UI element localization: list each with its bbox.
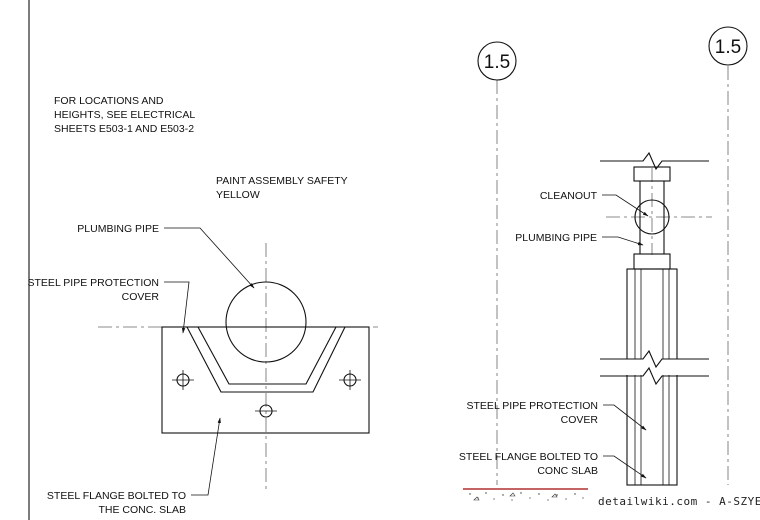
plan-cover-label-line-2: COVER [122, 291, 160, 303]
grid-bubble-right: 1.5 [708, 26, 748, 66]
steel-flange-plate [161, 326, 370, 434]
elev-flange-leader [603, 455, 647, 479]
cleanout-label: CLEANOUT [540, 190, 598, 202]
plan-detail: PAINT ASSEMBLY SAFETY YELLOW PLUMBING PI… [28, 175, 378, 516]
plan-flange-leader [191, 417, 221, 496]
grid-bubble-right-label: 1.5 [715, 37, 741, 58]
plan-cover-label-line-1: STEEL PIPE PROTECTION [28, 277, 159, 289]
note-line-2: HEIGHTS, SEE ELECTRICAL [54, 109, 195, 121]
watermark-text: detailwiki.com - A-SZYE7 [598, 495, 760, 508]
cleanout-plug [634, 199, 670, 235]
protection-cover-inner [197, 326, 337, 385]
general-note: FOR LOCATIONS AND HEIGHTS, SEE ELECTRICA… [54, 95, 195, 135]
elev-plumbing-pipe-label: PLUMBING PIPE [515, 232, 597, 244]
paint-label-line-2: YELLOW [216, 189, 260, 201]
cleanout-leader [602, 194, 649, 217]
note-line-3: SHEETS E503-1 AND E503-2 [54, 123, 194, 135]
mid-break-line-1 [600, 349, 709, 369]
elev-plumbing-leader [602, 236, 644, 246]
bolt-right [339, 370, 361, 390]
protection-cover-outer [186, 326, 346, 393]
elev-flange-label-line-2: CONC SLAB [537, 465, 598, 477]
elev-cover-label-line-1: STEEL PIPE PROTECTION [467, 400, 598, 412]
elev-cover-label-line-2: COVER [561, 414, 599, 426]
upper-coupling [633, 166, 671, 182]
lower-coupling [633, 253, 671, 270]
plumbing-pipe-section [225, 281, 307, 363]
elev-flange-label-line-1: STEEL FLANGE BOLTED TO [459, 451, 598, 463]
mid-break-line-2 [600, 366, 709, 386]
bolt-left [172, 370, 194, 390]
plan-flange-label-line-2: THE CONC. SLAB [98, 504, 186, 516]
plan-flange-label-line-1: STEEL FLANGE BOLTED TO [47, 490, 186, 502]
elevation-detail: 1.5 1.5 [459, 26, 748, 501]
protection-cover-column [626, 268, 678, 486]
bolt-bottom [255, 404, 277, 418]
concrete-slab-hatch [469, 492, 584, 501]
grid-bubble-left-label: 1.5 [484, 52, 510, 73]
plan-plumbing-pipe-label: PLUMBING PIPE [77, 223, 159, 235]
grid-bubble-left: 1.5 [477, 41, 517, 81]
plan-cover-leader [164, 281, 190, 334]
plan-plumbing-leader [164, 227, 255, 289]
top-break-line [600, 151, 709, 171]
note-line-1: FOR LOCATIONS AND [54, 95, 164, 107]
paint-label-line-1: PAINT ASSEMBLY SAFETY [216, 175, 348, 187]
elev-cover-leader [603, 404, 647, 431]
